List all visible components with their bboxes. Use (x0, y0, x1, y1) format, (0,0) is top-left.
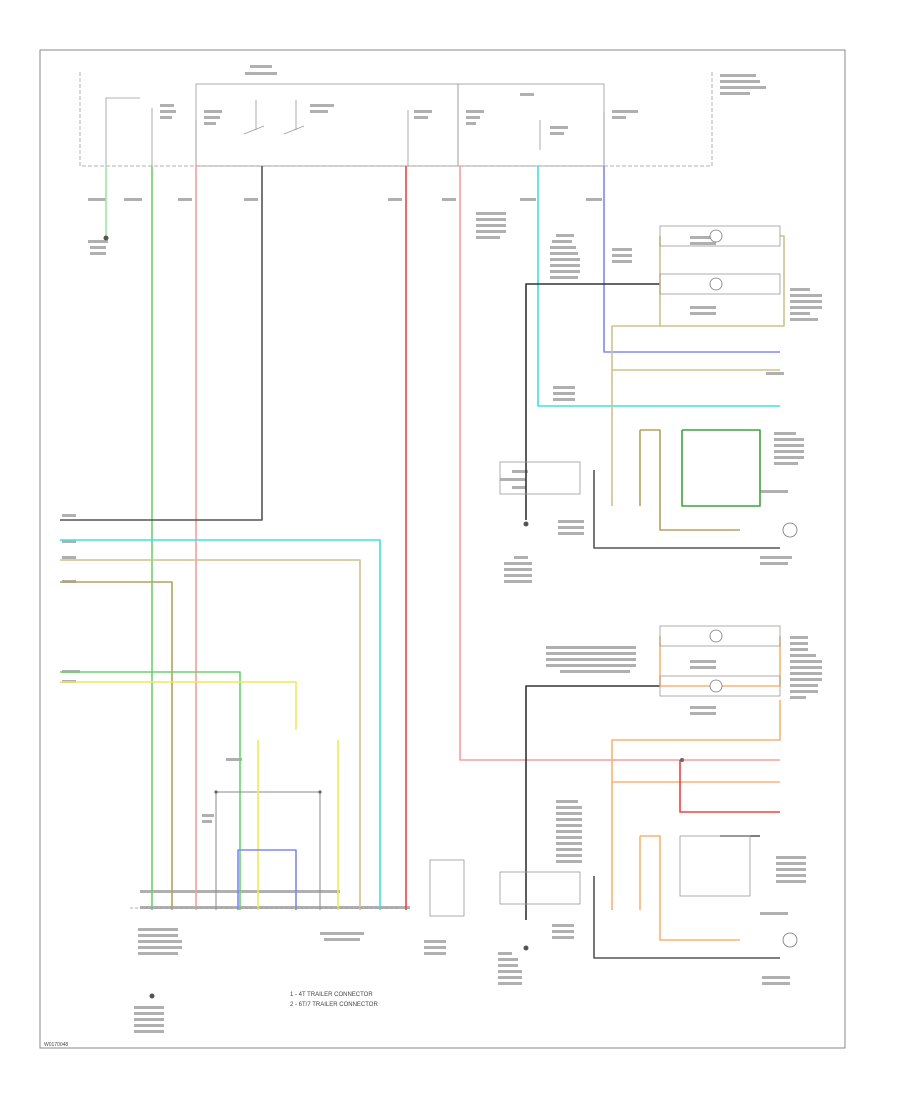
lamp-icon (709, 229, 723, 243)
label-marks (62, 65, 822, 1033)
fuse-relay-block (79, 72, 713, 167)
wire-pink-right (459, 166, 780, 761)
lamp-icon (709, 679, 723, 693)
lamp-icon (709, 277, 723, 291)
wire-gray-left (60, 166, 263, 521)
lamp-icon (709, 629, 723, 643)
legend-line-2: 2 - 6T/7 TRAILER CONNECTOR (290, 1002, 378, 1008)
splice-dots (214, 758, 684, 794)
diagram-frame (39, 49, 846, 1049)
lamp-icon (782, 522, 798, 538)
ground-icon (523, 945, 529, 951)
legend-line-1: 1 - 4T TRAILER CONNECTOR (290, 992, 373, 998)
lamp-icon (782, 932, 798, 948)
ground-icon (103, 235, 109, 241)
wire-cyan-upper (537, 166, 780, 407)
wire-blue-upper (603, 166, 780, 353)
lamps (709, 229, 798, 948)
wires (60, 166, 785, 959)
connectors (130, 225, 781, 917)
footer-code: W0170048 (44, 1042, 68, 1048)
ground-icon (523, 521, 529, 527)
ground-icon (149, 993, 155, 999)
grounds (103, 235, 529, 999)
